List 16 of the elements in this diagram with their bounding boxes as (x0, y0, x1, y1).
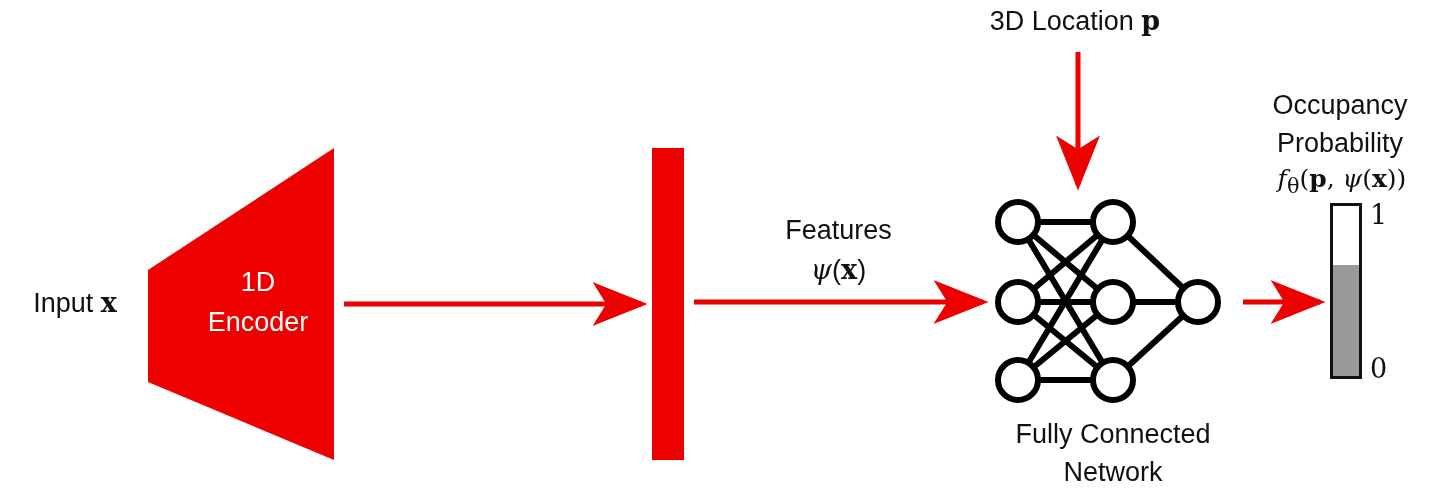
input-label: Input x (32, 286, 118, 320)
arrow (1243, 280, 1326, 324)
arrow (344, 282, 648, 326)
encoder-trapezoid (148, 148, 334, 460)
edge-label: Features ψ(x) (784, 214, 893, 287)
scale-label: 0 (1370, 352, 1389, 386)
node-label: Fully Connected Network (1014, 418, 1212, 489)
output-title: Occupancy Probability (1271, 89, 1409, 160)
formula: f$_{θ}$(p, ψ(x)) (1275, 163, 1408, 200)
arrow (694, 280, 989, 324)
scale-label: 1 (1370, 198, 1389, 232)
node-label: 3D Location p (988, 4, 1162, 38)
probability-bar (1330, 203, 1362, 379)
encoder-label: 1D Encoder (206, 266, 310, 339)
feature-bar (652, 148, 684, 460)
arrow (1056, 52, 1100, 191)
